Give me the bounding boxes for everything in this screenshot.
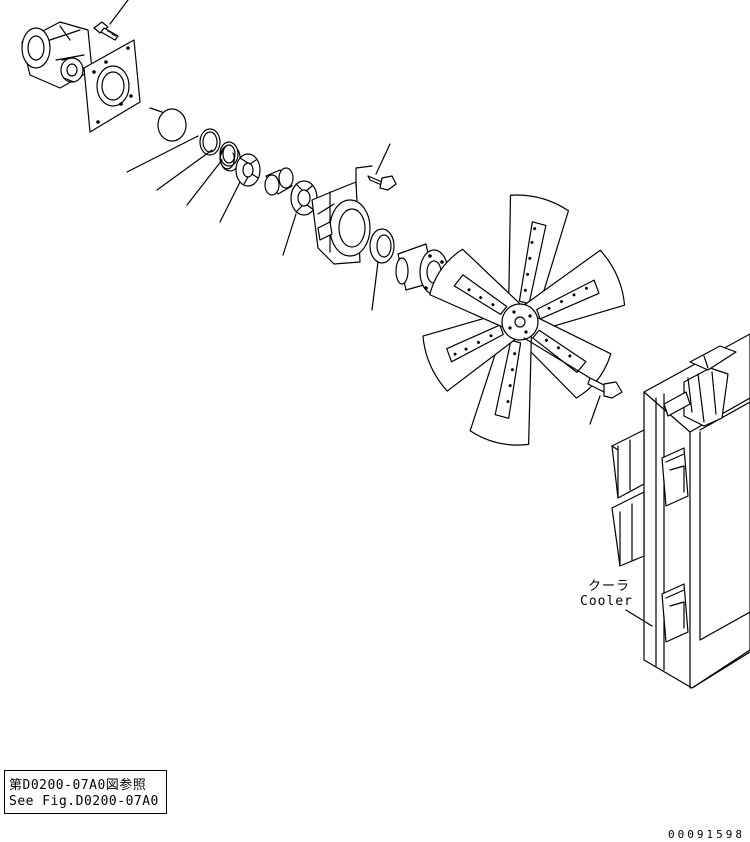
bolt-top <box>94 0 128 40</box>
fan-blades <box>420 190 628 450</box>
mounting-plate <box>84 40 140 132</box>
reference-line-jp: 第D0200-07A0図参照 <box>9 778 147 793</box>
document-number: 00091598 <box>668 828 745 841</box>
snap-ring-2 <box>157 142 238 190</box>
pump-motor <box>22 22 92 88</box>
cooler-label-jp: クーラ <box>588 579 631 594</box>
bolt-housing <box>368 144 396 190</box>
cooler-label-en: Cooler <box>580 594 633 609</box>
seal-ring <box>370 229 394 310</box>
bushing <box>265 168 293 195</box>
bolt-fan <box>524 338 622 424</box>
reference-note: 第D0200-07A0図参照 See Fig.D0200-07A0 <box>4 770 167 814</box>
fan-housing <box>312 166 372 264</box>
snap-ring-1 <box>127 129 220 172</box>
coupling <box>220 154 260 222</box>
gasket-disc <box>158 109 186 141</box>
cooler-radiator <box>612 334 750 688</box>
coupling-flange <box>283 181 317 255</box>
reference-line-en: See Fig.D0200-07A0 <box>9 794 159 809</box>
